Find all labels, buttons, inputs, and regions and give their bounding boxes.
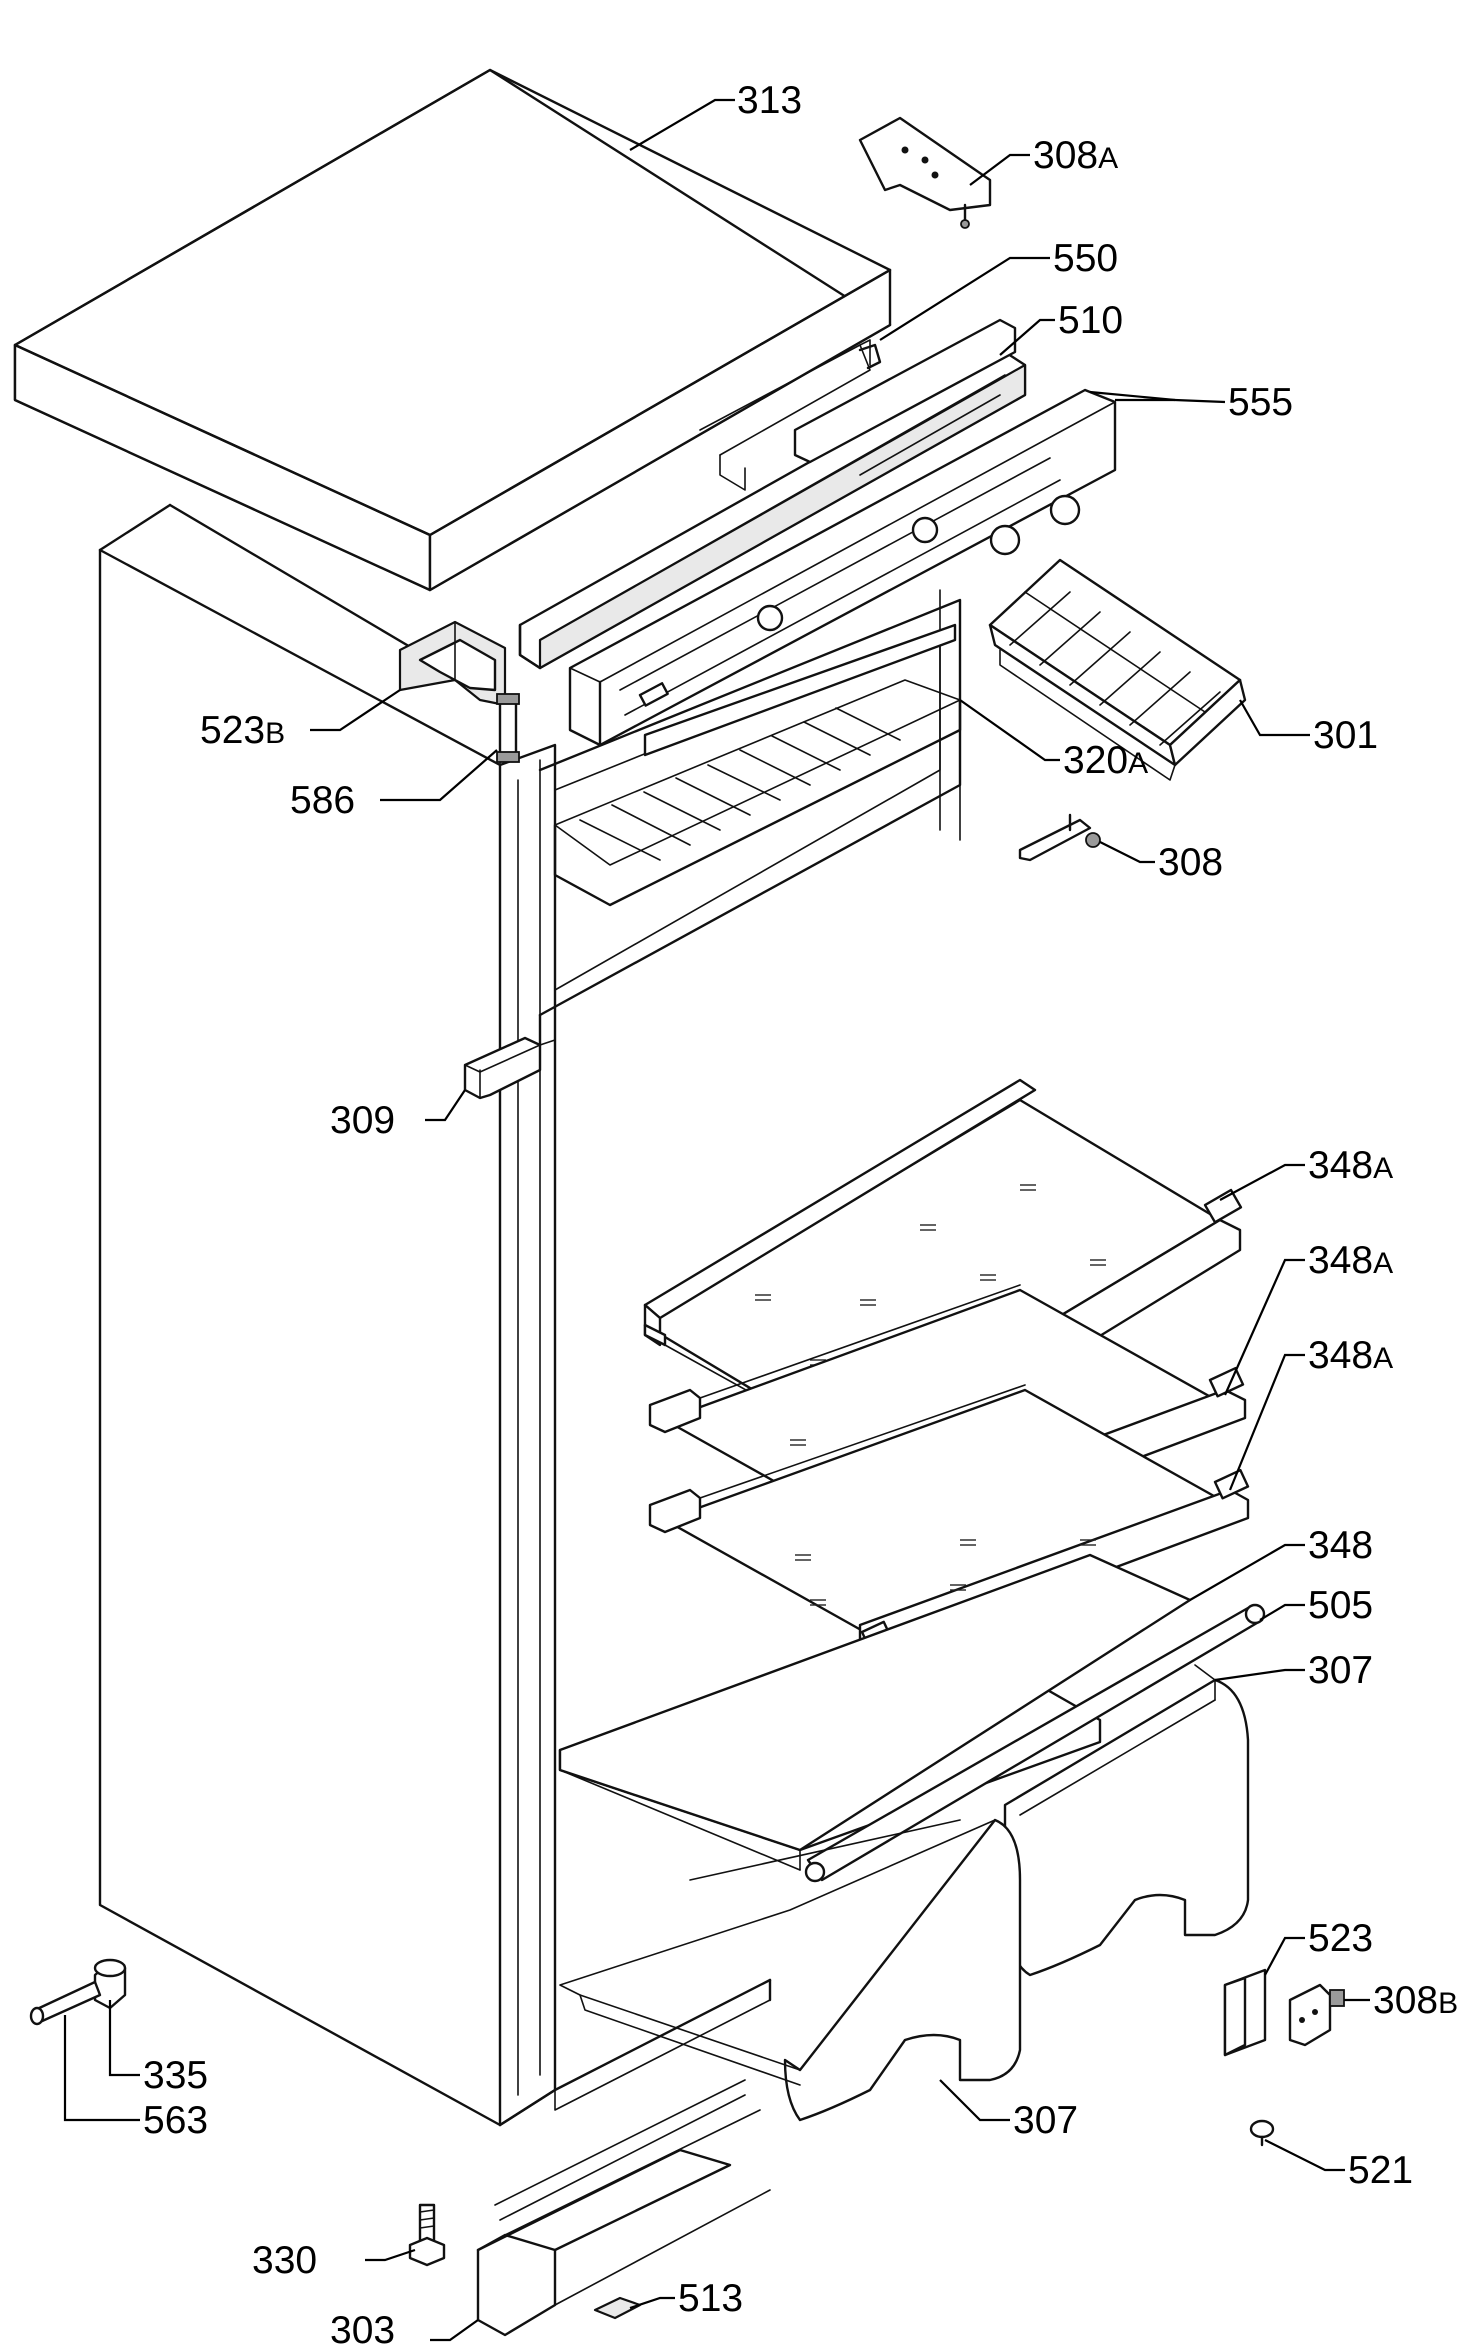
label-301: 301 (1313, 714, 1378, 757)
label-335: 335 (143, 2054, 208, 2097)
screw-563 (29, 1980, 102, 2026)
hinge-523b (398, 620, 507, 707)
label-550: 550 (1053, 237, 1118, 280)
label-555: 555 (1228, 381, 1293, 424)
label-348a-2: 348A (1308, 1239, 1393, 1282)
kick-plate-303 (476, 2079, 771, 2337)
crisper-drawer-left (559, 1818, 1022, 2122)
ice-cube-tray (988, 558, 1247, 781)
label-307-top: 307 (1308, 1649, 1373, 1692)
clip-550 (858, 343, 882, 370)
label-308b: 308B (1373, 1979, 1458, 2022)
leveling-foot-330 (408, 2203, 446, 2267)
label-523b: 523B (200, 709, 285, 752)
top-cover (13, 68, 892, 592)
label-510: 510 (1058, 299, 1123, 342)
part-labels: 313 308A 550 510 555 301 523B 320A 586 3… (143, 79, 1458, 2350)
label-348a-3: 348A (1308, 1334, 1393, 1377)
cap-521 (1249, 2119, 1275, 2147)
label-308: 308 (1158, 841, 1223, 884)
glass-shelf-348-top (558, 1553, 1192, 1852)
label-513: 513 (678, 2277, 743, 2320)
label-303: 303 (330, 2309, 395, 2350)
label-330: 330 (252, 2239, 317, 2282)
label-313: 313 (737, 79, 802, 122)
label-505: 505 (1308, 1584, 1373, 1627)
label-307-bottom: 307 (1013, 2099, 1078, 2142)
hinge-bracket-top (858, 116, 992, 229)
trim-bar-505 (804, 1603, 1266, 1883)
label-523: 523 (1308, 1917, 1373, 1960)
bracket-586 (496, 693, 520, 763)
label-521: 521 (1348, 2149, 1413, 2192)
door-stop-309 (463, 1036, 542, 1100)
leader-lines (63, 98, 1370, 2342)
hinge-523 (1223, 1968, 1267, 2057)
label-348a-1: 348A (1308, 1144, 1393, 1187)
label-348: 348 (1308, 1524, 1373, 1567)
bushing-335 (93, 1958, 127, 2010)
label-308a: 308A (1033, 134, 1118, 177)
hinge-pin-308 (1018, 813, 1101, 862)
label-586: 586 (290, 779, 355, 822)
control-panel-front (568, 388, 1117, 747)
label-309: 309 (330, 1099, 395, 1142)
control-panel-frame (518, 318, 1027, 670)
label-563: 563 (143, 2099, 208, 2142)
label-320a: 320A (1063, 739, 1148, 782)
hinge-308b (1288, 1983, 1345, 2047)
